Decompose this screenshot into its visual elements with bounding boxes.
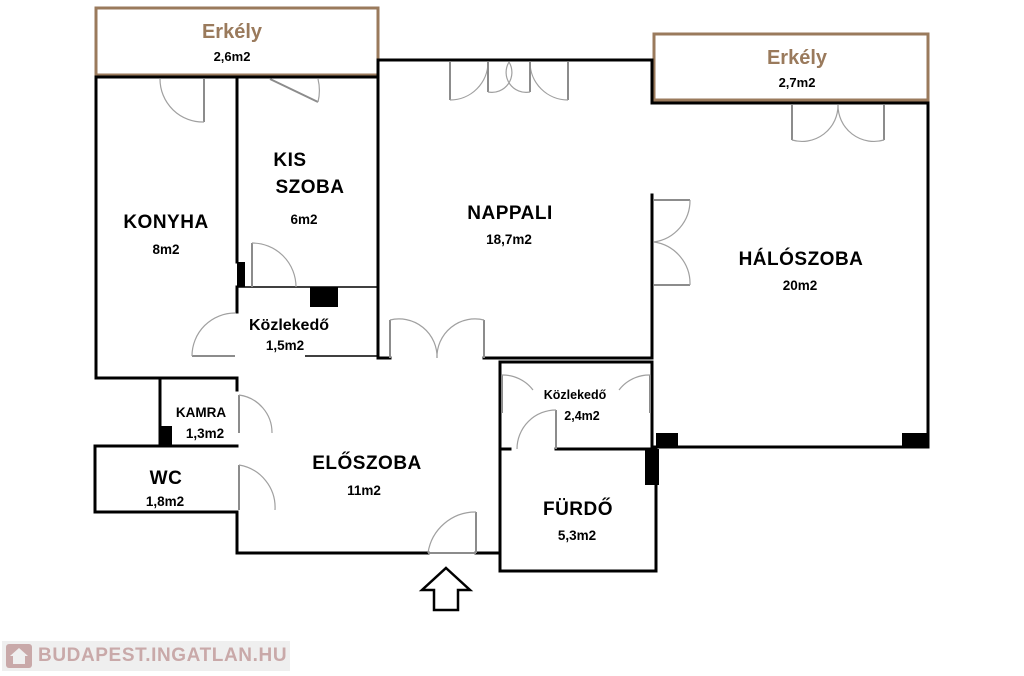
- watermark: BUDAPEST.INGATLAN.HU: [2, 641, 290, 671]
- nappali-halo-door: [653, 199, 691, 286]
- kisszoba-area: 6m2: [290, 212, 317, 227]
- konyha-area: 8m2: [152, 242, 179, 257]
- wc-area: 1,8m2: [146, 494, 184, 509]
- watermark-text: BUDAPEST.INGATLAN.HU: [38, 645, 288, 666]
- eloszoba-label: ELŐSZOBA: [312, 452, 422, 474]
- konyha-door: [191, 312, 236, 357]
- nappali-entry-door: [389, 318, 485, 359]
- nappali-label: NAPPALI: [467, 203, 552, 224]
- balcony-left: [94, 6, 380, 77]
- kamra-area: 1,3m2: [186, 426, 224, 441]
- furdo-area: 5,3m2: [558, 528, 596, 543]
- entrance-door: [427, 511, 477, 554]
- kamra-door: [238, 394, 273, 434]
- house-icon: [6, 644, 32, 668]
- erkely-right-label: Erkély: [767, 47, 828, 69]
- kozlekedo2-label: Közlekedő: [544, 388, 607, 402]
- erkely-left-area: 2,6m2: [214, 49, 251, 64]
- kozlekedo2-area: 2,4m2: [564, 409, 599, 423]
- konyha-label: KONYHA: [123, 212, 208, 233]
- wc-door: [238, 464, 276, 511]
- nappali-window: [449, 61, 569, 101]
- kozlekedo1-area: 1,5m2: [266, 338, 304, 353]
- furdo-door: [516, 409, 557, 450]
- kamra-label: KAMRA: [176, 405, 226, 420]
- haloszoba-label: HÁLÓSZOBA: [739, 248, 864, 270]
- konyha-balcony-door: [159, 78, 205, 123]
- kisszoba-balcony-door: [269, 78, 320, 103]
- columns: [160, 262, 928, 485]
- arrow-up-icon: [418, 566, 474, 612]
- haloszoba-area: 20m2: [783, 278, 818, 293]
- nappali-area: 18,7m2: [486, 232, 532, 247]
- balcony-right: [652, 32, 930, 102]
- kisszoba-label-line1: KIS: [273, 150, 306, 171]
- erkely-left-label: Erkély: [202, 21, 263, 43]
- kisszoba-door: [251, 242, 297, 288]
- wc-label: WC: [150, 468, 183, 489]
- haloszoba-balcony-door: [791, 104, 885, 143]
- kisszoba-label-line2: SZOBA: [276, 177, 345, 198]
- kozlekedo2-door-left: [501, 374, 534, 413]
- eloszoba-area: 11m2: [347, 483, 381, 498]
- kozlekedo1-label: Közlekedő: [249, 317, 329, 334]
- erkely-right-area: 2,7m2: [779, 75, 816, 90]
- kozlekedo2-door-right: [618, 374, 651, 413]
- furdo-label: FÜRDŐ: [543, 498, 613, 520]
